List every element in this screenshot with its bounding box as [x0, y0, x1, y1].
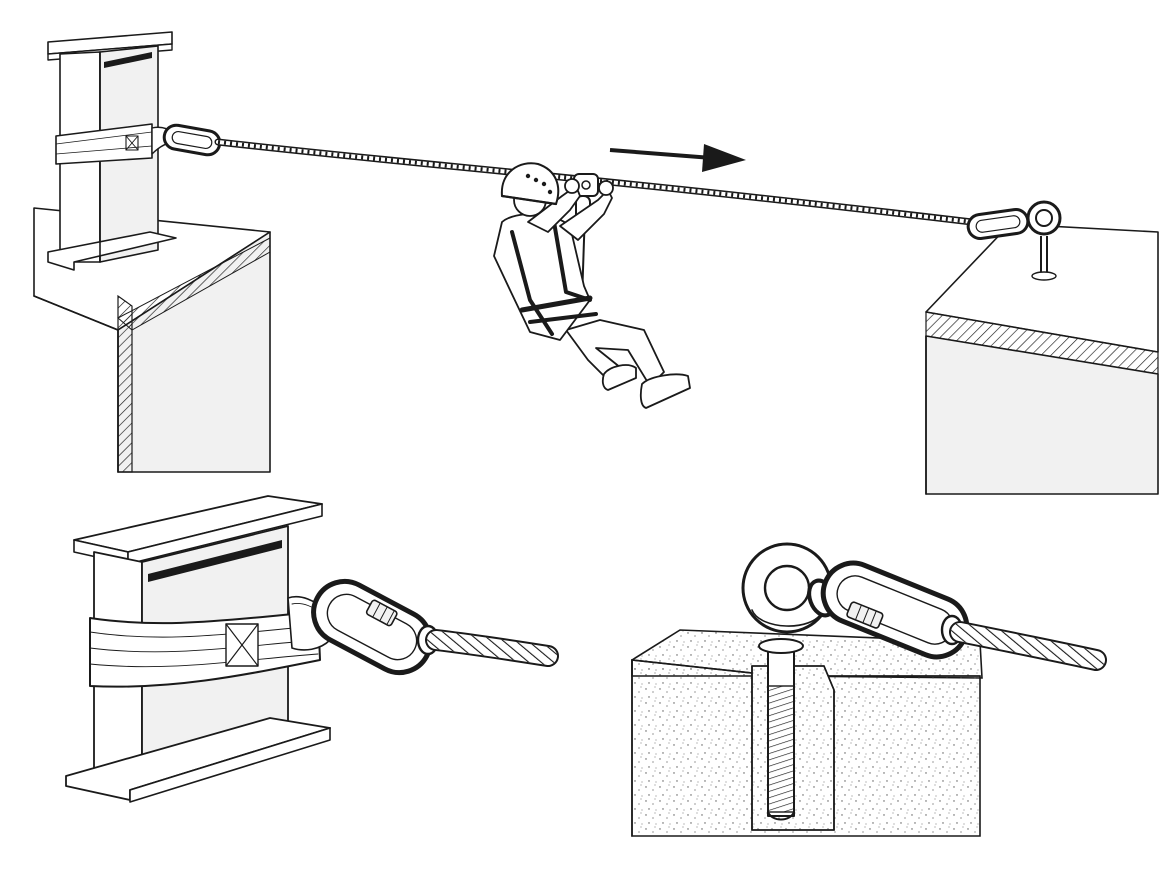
- worker-figure: [493, 162, 691, 409]
- detail-eyebolt-rope: [940, 614, 1107, 671]
- left-carabiner: [162, 123, 222, 157]
- detail-beam-anchor-panel: [65, 495, 559, 803]
- eyebolt-ring: [741, 542, 833, 634]
- detail-rope: [416, 624, 559, 667]
- direction-arrow: [609, 144, 746, 172]
- webbing-sling: [55, 123, 177, 165]
- detail-eyebolt-panel: [631, 542, 1107, 837]
- right-roof-ledge: [925, 223, 1159, 495]
- right-carabiner: [966, 207, 1030, 241]
- overview-panel: [33, 31, 1159, 495]
- right-eyebolt-anchor: [1026, 200, 1062, 281]
- detail-carabiner: [311, 578, 433, 676]
